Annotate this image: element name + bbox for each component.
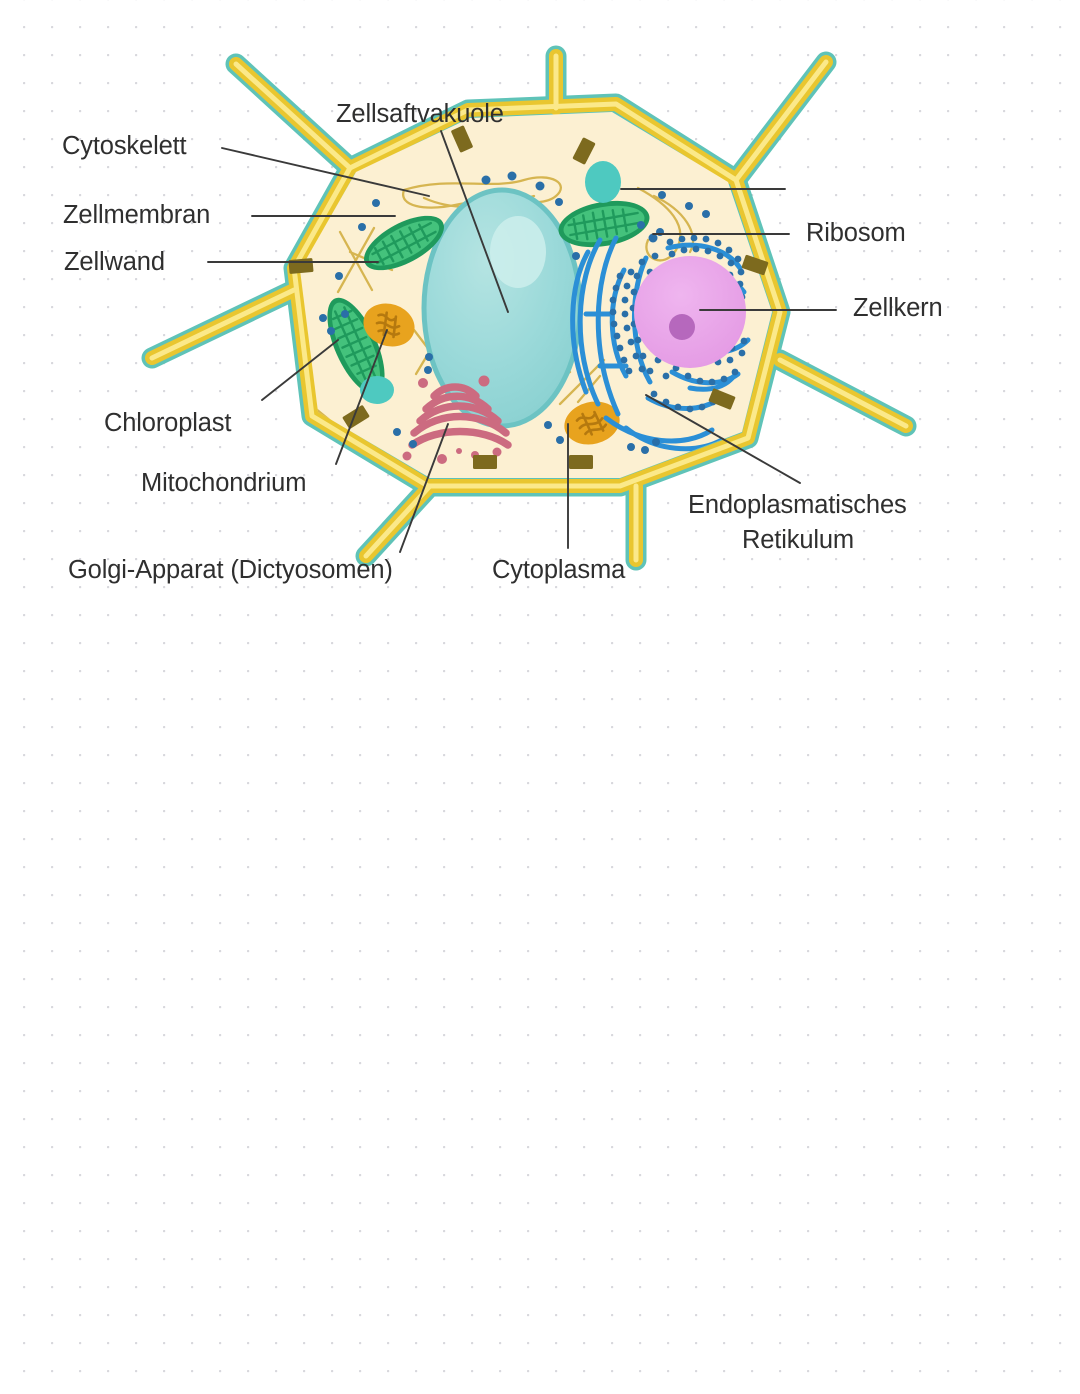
label-ribosom[interactable]: Ribosom <box>806 219 906 247</box>
label-cytoskelett[interactable]: Cytoskelett <box>62 132 187 160</box>
label-mitochondrium[interactable]: Mitochondrium <box>141 469 306 497</box>
leader-zellsaftvakuole <box>440 130 509 313</box>
label-chloroplast[interactable]: Chloroplast <box>104 409 232 437</box>
plant-cell-diagram: Cytoskelett Zellmembran Zellwand Zellsaf… <box>0 0 1080 620</box>
leader-endoplasmatisches-retikulum <box>645 394 801 484</box>
chloroplast-organelles <box>327 200 650 395</box>
label-zellsaftvakuole[interactable]: Zellsaftvakuole <box>336 100 504 128</box>
nucleus-organelle <box>634 256 746 368</box>
leader-golgi <box>399 423 449 553</box>
label-retikulum[interactable]: Retikulum <box>742 526 854 554</box>
leader-cytoskelett <box>221 147 430 197</box>
label-golgi-apparat[interactable]: Golgi-Apparat (Dictyosomen) <box>68 556 393 584</box>
plasmodesmata-marks <box>288 125 769 469</box>
label-zellwand[interactable]: Zellwand <box>64 248 165 276</box>
middle-lamella-highlight <box>149 53 909 563</box>
label-endoplasmatisches[interactable]: Endoplasmatisches <box>688 491 907 519</box>
leader-chloroplast <box>261 339 339 401</box>
leader-lines <box>207 130 837 553</box>
vesicle-shapes <box>360 161 621 404</box>
diagram-labels: Cytoskelett Zellmembran Zellwand Zellsaf… <box>62 100 943 584</box>
smooth-endoplasmic-reticulum <box>570 235 737 452</box>
golgi-vesicles <box>402 375 502 464</box>
mitochondrion-organelles <box>363 303 620 445</box>
label-zellmembran[interactable]: Zellmembran <box>63 201 210 229</box>
cell-wall-group <box>141 45 917 571</box>
leader-mitochondrium <box>335 329 388 465</box>
label-cytoplasma[interactable]: Cytoplasma <box>492 556 626 584</box>
golgi-apparatus-organelle <box>408 383 512 449</box>
label-zellkern[interactable]: Zellkern <box>853 294 943 322</box>
